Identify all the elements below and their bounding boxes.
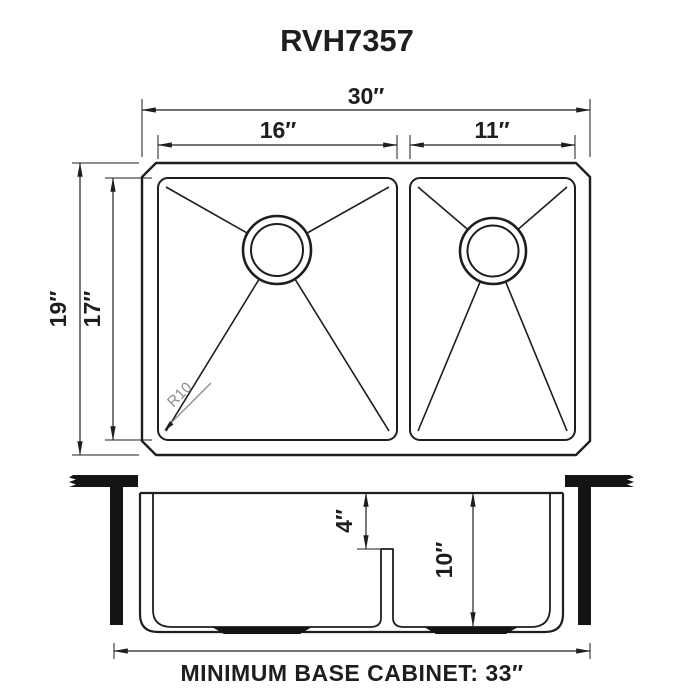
right-drain-boss bbox=[424, 627, 518, 634]
dim-bowl-depth: 17″ bbox=[79, 177, 152, 441]
bowl-depth-side-label: 10″ bbox=[431, 542, 457, 579]
left-bowl-width-label: 16″ bbox=[260, 117, 297, 143]
top-view: R10 bbox=[140, 161, 592, 457]
bowl-depth-label: 17″ bbox=[79, 291, 105, 328]
radius-leader-arrow-icon bbox=[164, 421, 174, 431]
left-bowl bbox=[157, 177, 398, 441]
right-bowl-width-label: 11″ bbox=[474, 117, 509, 143]
side-view: 4″ 10″ MINIMUM BASE CABINET: 33″ bbox=[69, 475, 634, 686]
sink-outer-rim bbox=[140, 161, 592, 457]
right-drain-icon bbox=[458, 216, 528, 286]
divider-height-label: 4″ bbox=[331, 509, 357, 533]
overall-width-label: 30″ bbox=[348, 83, 385, 109]
model-number: RVH7357 bbox=[280, 23, 414, 58]
dim-bowl-depth-side: 10″ bbox=[431, 492, 476, 627]
dim-base-cabinet: MINIMUM BASE CABINET: 33″ bbox=[113, 643, 591, 686]
dim-divider-height: 4″ bbox=[331, 492, 381, 550]
top-view-dimensions: 30″ 16″ 11″ 19″ 17″ bbox=[45, 83, 591, 456]
dim-overall-depth: 19″ bbox=[45, 162, 139, 456]
base-cabinet-label: MINIMUM BASE CABINET: 33″ bbox=[181, 660, 524, 686]
right-bowl bbox=[409, 177, 576, 441]
corner-radius-label: R10 bbox=[164, 379, 195, 410]
dim-right-bowl-width: 11″ bbox=[409, 117, 576, 159]
left-drain-icon bbox=[241, 214, 313, 286]
corner-radius-callout: R10 bbox=[164, 379, 212, 431]
sink-outer-shell bbox=[138, 493, 565, 634]
overall-depth-label: 19″ bbox=[45, 291, 71, 328]
left-countertop bbox=[69, 475, 138, 487]
right-cabinet-wall bbox=[578, 487, 591, 625]
bowl-section-profile bbox=[152, 493, 551, 628]
left-cabinet-wall bbox=[110, 487, 123, 625]
left-drain-boss bbox=[212, 627, 312, 634]
right-countertop bbox=[565, 475, 634, 487]
dim-left-bowl-width: 16″ bbox=[157, 117, 398, 159]
dim-overall-width: 30″ bbox=[141, 83, 591, 157]
